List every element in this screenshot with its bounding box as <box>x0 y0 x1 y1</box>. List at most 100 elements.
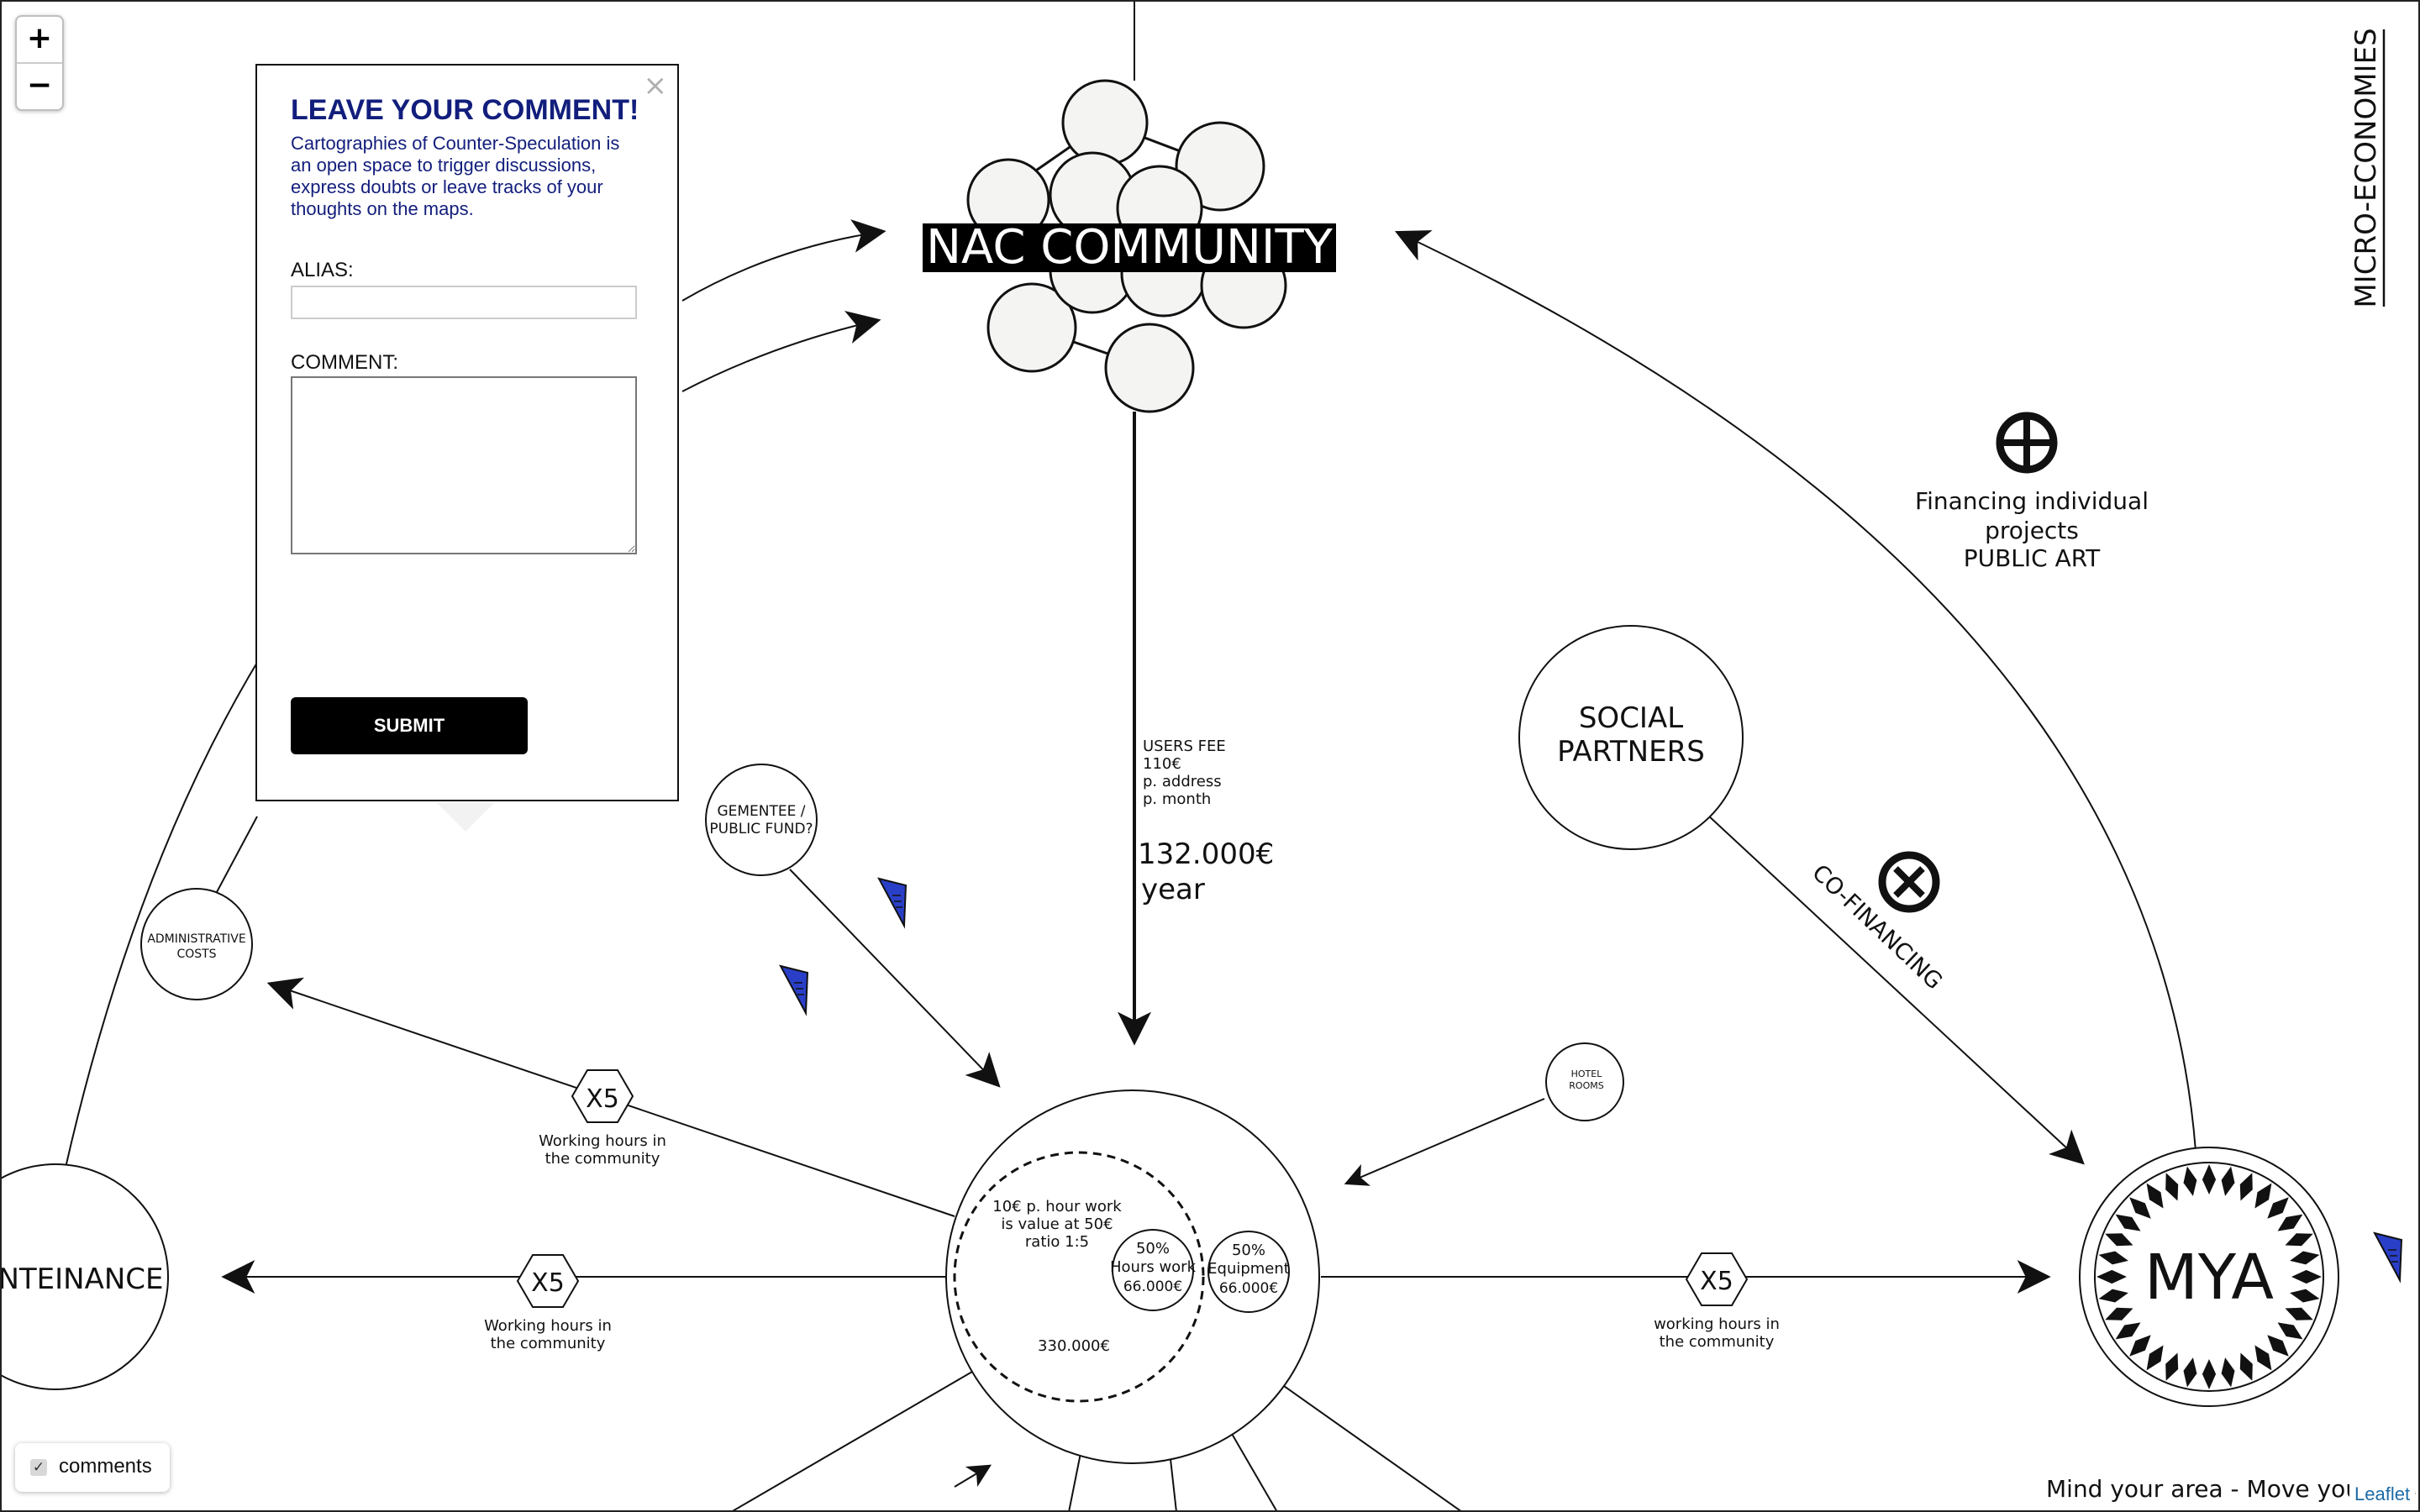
svg-text:ROOMS: ROOMS <box>1569 1080 1603 1091</box>
comment-textarea[interactable] <box>291 376 637 554</box>
svg-text:COSTS: COSTS <box>176 948 216 961</box>
micro-economies-label: MICRO-ECONOMIES <box>2349 28 2386 308</box>
mya-spike <box>2277 1322 2303 1340</box>
mya-spike <box>2267 1197 2289 1219</box>
gementee-node[interactable]: GEMENTEE / PUBLIC FUND? <box>705 764 818 876</box>
mya-spike <box>2146 1345 2164 1371</box>
popup-description: Cartographies of Counter-Speculation is … <box>291 133 620 219</box>
mya-spike <box>2277 1214 2303 1231</box>
svg-text:working hours in: working hours in <box>1654 1315 1780 1333</box>
svg-text:66.000€: 66.000€ <box>1123 1278 1182 1295</box>
nac-community-node[interactable]: NAC COMMUNITY <box>923 79 1336 413</box>
attribution-link[interactable]: Leaflet <box>2349 1482 2416 1507</box>
svg-text:the community: the community <box>491 1335 606 1352</box>
svg-text:330.000€: 330.000€ <box>1038 1337 1110 1355</box>
mya-spike <box>2267 1335 2289 1357</box>
mya-spike <box>2254 1345 2272 1371</box>
svg-text:Working hours in: Working hours in <box>539 1132 666 1150</box>
zoom-in-button[interactable]: + <box>26 21 53 55</box>
layers-control[interactable]: ✓ comments <box>15 1443 170 1492</box>
multiplier-x5-badge: X5 Working hours in the community <box>484 1254 612 1352</box>
mya-spike <box>2165 1352 2179 1381</box>
svg-text:the community: the community <box>545 1150 660 1168</box>
svg-text:PUBLIC ART: PUBLIC ART <box>1964 544 2101 572</box>
multiplier-x5-badge: X5 working hours in the community <box>1654 1252 1780 1351</box>
multiplier-x5-badge: X5 Working hours in the community <box>539 1069 666 1168</box>
mya-node[interactable]: MYA <box>2079 1147 2339 1407</box>
alias-label: ALIAS: <box>291 259 354 281</box>
mya-spike <box>2291 1269 2322 1284</box>
hours-work-node[interactable]: 50% Hours work 66.000€ <box>1110 1229 1197 1311</box>
mya-spike <box>2183 1166 2197 1196</box>
svg-text:50%: 50% <box>1232 1242 1265 1259</box>
mya-spike <box>2115 1214 2141 1231</box>
mya-spike <box>2115 1322 2141 1340</box>
comment-marker-icon[interactable] <box>2373 1231 2403 1284</box>
mya-sunburst-icon <box>2096 1164 2322 1389</box>
mya-spike <box>2285 1307 2313 1320</box>
alias-input[interactable] <box>291 286 637 319</box>
svg-text:110€: 110€ <box>1143 755 1181 773</box>
svg-text:Working hours in: Working hours in <box>484 1317 612 1335</box>
mya-spike <box>2290 1251 2320 1265</box>
checkbox-checked-icon[interactable]: ✓ <box>30 1459 47 1476</box>
comment-marker-icon[interactable] <box>779 964 809 1016</box>
equipment-node[interactable]: 50% Equipment 66.000€ <box>1207 1231 1290 1313</box>
svg-text:HOTEL: HOTEL <box>1571 1068 1603 1079</box>
svg-text:the community: the community <box>1660 1333 1775 1351</box>
mya-spike <box>2165 1173 2179 1201</box>
svg-text:X5: X5 <box>531 1268 565 1298</box>
svg-text:ADMINISTRATIVE: ADMINISTRATIVE <box>147 932 245 946</box>
svg-text:X5: X5 <box>1700 1267 1733 1296</box>
svg-text:Hours work: Hours work <box>1110 1258 1197 1276</box>
administrative-costs-node[interactable]: ADMINISTRATIVE COSTS <box>140 888 253 1000</box>
mya-spike <box>2129 1335 2151 1357</box>
mya-spike <box>2239 1352 2253 1381</box>
cross-circle-icon <box>1878 851 1940 913</box>
social-partners-node[interactable]: SOCIAL PARTNERS <box>1518 625 1744 850</box>
plus-circle-icon <box>1996 412 2058 474</box>
mya-spike <box>2254 1183 2272 1209</box>
mya-spike <box>2290 1289 2320 1303</box>
svg-text:10€ p. hour work: 10€ p. hour work <box>992 1198 1122 1215</box>
svg-text:ratio 1:5: ratio 1:5 <box>1025 1233 1089 1251</box>
popup-title: LEAVE YOUR COMMENT! <box>291 94 639 126</box>
layer-label-comments: comments <box>59 1455 152 1478</box>
zoom-out-button[interactable]: − <box>17 62 62 109</box>
svg-text:Equipment: Equipment <box>1207 1260 1290 1278</box>
mya-spike <box>2221 1166 2235 1196</box>
svg-text:50%: 50% <box>1136 1240 1170 1257</box>
mya-spike <box>2202 1359 2217 1389</box>
svg-text:PARTNERS: PARTNERS <box>1557 735 1705 769</box>
svg-text:SOCIAL: SOCIAL <box>1579 701 1683 735</box>
mya-spike <box>2098 1251 2128 1265</box>
svg-text:X5: X5 <box>586 1084 619 1114</box>
nac-community-label: NAC COMMUNITY <box>926 220 1334 275</box>
svg-text:projects: projects <box>1985 517 2079 544</box>
comment-label: COMMENT: <box>291 351 398 374</box>
svg-text:USERS FEE: USERS FEE <box>1143 738 1226 755</box>
svg-text:Financing individual: Financing individual <box>1915 487 2149 515</box>
maintenance-node[interactable]: NTEINANCE <box>0 1163 169 1390</box>
svg-text:is value at 50€: is value at 50€ <box>1001 1215 1113 1233</box>
svg-text:NTEINANCE: NTEINANCE <box>0 1263 164 1296</box>
svg-text:MICRO-ECONOMIES: MICRO-ECONOMIES <box>2349 28 2383 307</box>
mya-spike <box>2105 1307 2133 1320</box>
hotel-rooms-node[interactable]: HOTEL ROOMS <box>1545 1042 1624 1121</box>
svg-text:GEMENTEE /: GEMENTEE / <box>717 803 805 820</box>
users-fee-text: USERS FEE 110€ p. address p. month 132.0… <box>1138 738 1274 906</box>
mya-spike <box>2096 1269 2127 1284</box>
svg-text:132.000€: 132.000€ <box>1138 837 1274 871</box>
close-icon[interactable]: × <box>643 69 668 102</box>
popup-tip <box>437 803 494 832</box>
mya-spike <box>2105 1233 2133 1247</box>
mya-spike <box>2285 1233 2313 1247</box>
flow-lines <box>65 0 2196 1512</box>
comment-marker-icon[interactable] <box>877 877 908 929</box>
mya-spike <box>2183 1357 2197 1388</box>
zoom-control: + − <box>15 15 64 111</box>
svg-text:p. address: p. address <box>1143 773 1222 790</box>
svg-text:p. month: p. month <box>1143 790 1211 808</box>
submit-button[interactable]: SUBMIT <box>291 697 528 754</box>
